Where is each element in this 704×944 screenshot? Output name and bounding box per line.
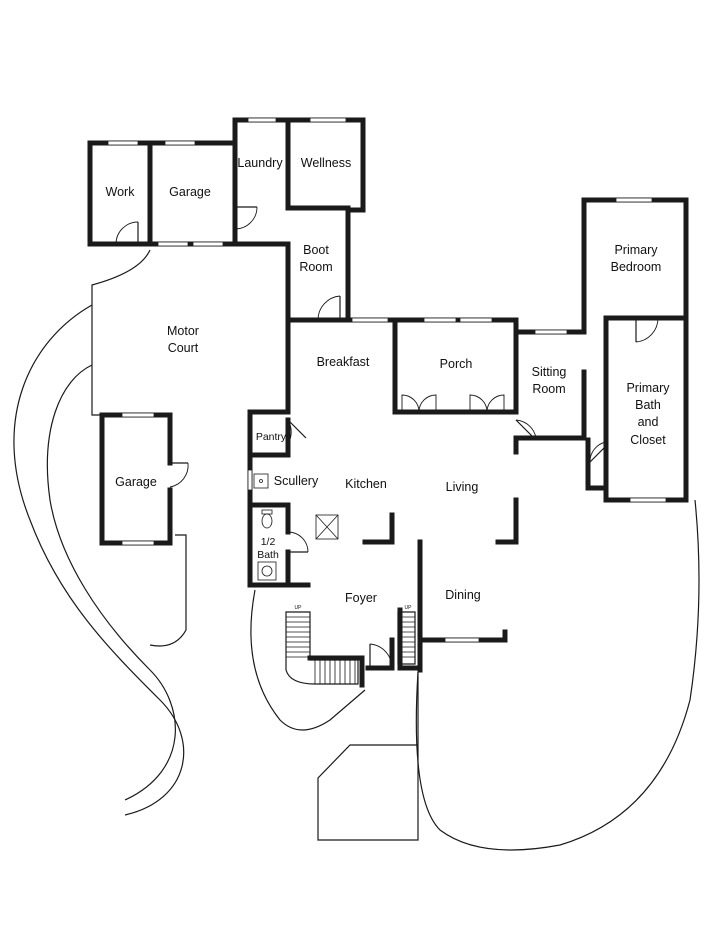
label-wellness: Wellness <box>301 156 351 170</box>
walls <box>87 117 689 688</box>
window-primary-bed <box>615 197 653 203</box>
window-sitting <box>534 329 568 335</box>
stair-east: UP <box>397 605 416 665</box>
window-garage-n <box>164 140 196 146</box>
label-primary-bath-1: Primary <box>626 381 670 395</box>
window-laundry <box>247 117 277 123</box>
foyer-walk-west <box>250 589 366 731</box>
door-west-garage-swing <box>169 462 189 488</box>
label-scullery: Scullery <box>274 474 319 488</box>
stair-west-outline <box>285 611 359 685</box>
label-boot-room-2: Room <box>299 260 332 274</box>
kitchen-column <box>315 514 339 540</box>
door-work-swing <box>115 221 139 245</box>
stair-west: UP <box>285 605 359 685</box>
wall-kitchen-partials <box>362 497 519 643</box>
door-porch-right <box>469 394 505 413</box>
door-pantry-swing <box>287 419 292 445</box>
front-walk-south <box>317 672 419 841</box>
door-laundry-swing <box>234 206 258 230</box>
label-breakfast: Breakfast <box>317 355 370 369</box>
label-primary-bath-3: and <box>638 415 659 429</box>
label-pantry: Pantry <box>256 431 287 443</box>
door-closet-swing <box>589 441 607 463</box>
east-lawn-curve <box>415 499 700 851</box>
door-boot-room-swing <box>317 295 341 321</box>
label-half-bath-2: Bath <box>257 549 279 561</box>
label-motor-court-1: Motor <box>167 324 199 338</box>
wall-service-core <box>247 409 311 588</box>
wall-north-living-row <box>285 317 587 415</box>
motor-court-drive-inner <box>46 305 176 801</box>
door-sitting-swing <box>515 419 537 439</box>
label-porch: Porch <box>440 357 473 371</box>
label-motor-court-2: Court <box>168 341 199 355</box>
window-west-garage-n <box>121 412 155 418</box>
fixtures <box>253 473 339 581</box>
stair-east-up-label: UP <box>405 605 413 611</box>
label-boot-room-1: Boot <box>303 243 329 257</box>
label-primary-bedroom-1: Primary <box>614 243 658 257</box>
door-pantry <box>287 419 307 439</box>
label-kitchen: Kitchen <box>345 477 387 491</box>
label-laundry: Laundry <box>237 156 283 170</box>
wall-laundry-wellness <box>232 117 366 323</box>
window-dining <box>444 637 480 643</box>
label-primary-bedroom-2: Bedroom <box>611 260 662 274</box>
window-breakfast <box>351 317 389 323</box>
wall-primary-bedroom <box>513 197 689 503</box>
label-foyer: Foyer <box>345 591 377 605</box>
door-closet <box>589 445 607 463</box>
toilet-tank <box>261 509 273 515</box>
windows <box>107 117 667 643</box>
window-porch-1 <box>423 317 457 323</box>
kitchen-column-x <box>315 514 339 540</box>
room-labels: Work Garage Laundry Wellness Boot Room P… <box>106 156 671 605</box>
garage-apron <box>149 534 187 647</box>
label-dining: Dining <box>445 588 480 602</box>
stair-west-up-label: UP <box>295 605 303 611</box>
stair-west-treads <box>286 616 356 684</box>
door-front-swing <box>369 643 393 669</box>
label-living: Living <box>446 480 479 494</box>
label-sitting-room-2: Room <box>532 382 565 396</box>
window-garage-s2 <box>192 241 224 247</box>
window-porch-2 <box>459 317 493 323</box>
motor-court-drive-outer <box>13 249 185 816</box>
doors <box>115 206 659 669</box>
door-primary-bath-swing <box>635 317 659 343</box>
door-half-bath-swing <box>287 531 309 553</box>
lavatory-bowl <box>261 565 273 577</box>
scullery-drain <box>259 479 263 483</box>
window-wellness <box>309 117 347 123</box>
window-garage-s1 <box>157 241 189 247</box>
lavatory <box>257 561 277 581</box>
window-work <box>107 140 139 146</box>
window-primary-bath <box>629 497 667 503</box>
label-primary-bath-4: Closet <box>630 433 666 447</box>
toilet <box>261 513 273 529</box>
stairs: UP UP <box>285 605 416 685</box>
window-west-garage-s <box>121 540 155 546</box>
label-work: Work <box>106 185 136 199</box>
label-half-bath-1: 1/2 <box>261 536 276 548</box>
label-garage-north: Garage <box>169 185 211 199</box>
label-garage-west: Garage <box>115 475 157 489</box>
wall-boot-room <box>285 205 351 415</box>
stair-east-treads <box>398 616 415 658</box>
wall-work-garage-block <box>87 140 238 247</box>
label-primary-bath-2: Bath <box>635 398 661 412</box>
door-sitting <box>515 419 533 437</box>
door-porch-left <box>401 394 437 413</box>
driveways <box>13 249 700 851</box>
window-scullery <box>247 469 253 491</box>
scullery-sink <box>253 473 269 489</box>
wall-dining <box>397 607 423 673</box>
label-sitting-room-1: Sitting <box>532 365 567 379</box>
